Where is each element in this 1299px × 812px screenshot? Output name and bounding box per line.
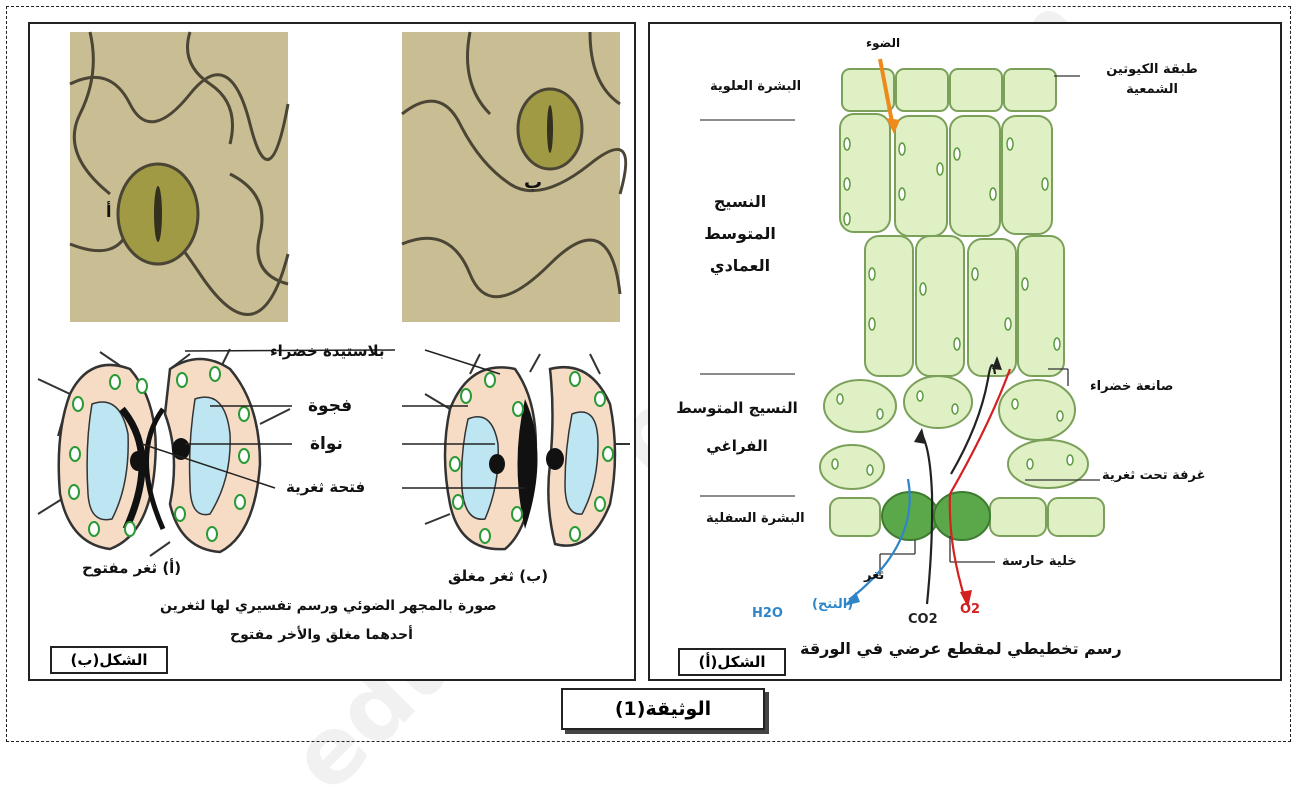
label-spongy: النسيج المتوسط الفراغي xyxy=(674,389,800,465)
label-chloroplast-a: صانعة خضراء xyxy=(1090,379,1173,394)
label-nucleus: نواة xyxy=(310,434,343,454)
spongy-cells xyxy=(820,376,1088,489)
label-cuticle: طبقة الكيوتين الشمعية xyxy=(1082,60,1222,100)
figure-a-drawing xyxy=(650,24,1284,683)
diagram-closed-stoma xyxy=(425,354,630,549)
diagram-open-stoma xyxy=(38,349,290,556)
label-stomatal-opening: فتحة ثغرية xyxy=(286,478,365,496)
label-upper-epidermis: البشرة العلوية xyxy=(710,79,801,94)
guard-cells xyxy=(882,492,990,540)
micrograph-closed xyxy=(402,32,626,322)
label-co2: CO2 xyxy=(908,612,938,627)
description-line2: أحدهما مغلق والأخر مفتوح xyxy=(230,627,413,643)
micrograph-open xyxy=(70,32,288,322)
label-transpiration: (النتح) xyxy=(812,597,853,612)
label-guard-cell: خلية حارسة xyxy=(1002,554,1077,569)
figure-a-panel: الضوء البشرة العلوية النسيج المتوسط العم… xyxy=(648,22,1282,681)
figure-b-panel: أ ب بلاستيدة خضراء فجوة نواة فتحة ثغرية … xyxy=(28,22,636,681)
caption-open-stoma: (أ) ثغر مفتوح xyxy=(82,559,181,577)
palisade-cells xyxy=(840,114,1064,376)
caption-closed-stoma: (ب) ثغر مغلق xyxy=(448,567,548,585)
caption-open-prefix: (أ) xyxy=(162,559,181,577)
figure-b-label: الشكل(ب) xyxy=(50,646,168,674)
upper-epidermis-cells xyxy=(842,69,1056,111)
label-vacuole: فجوة xyxy=(308,396,352,416)
label-lower-epidermis: البشرة السفلية xyxy=(706,511,805,526)
label-substomatal-chamber: غرفة تحت ثغرية xyxy=(1102,468,1206,483)
document-title: الوثيقة(1) xyxy=(561,688,765,730)
label-palisade: النسيج المتوسط العمادي xyxy=(680,186,800,282)
figure-a-caption: رسم تخطيطي لمقطع عرضي في الورقة xyxy=(800,639,1122,658)
label-chloroplast: بلاستيدة خضراء xyxy=(270,342,385,360)
co2-arrowhead xyxy=(914,428,926,444)
figure-a-label: الشكل(أ) xyxy=(678,648,786,676)
photo-label-b: ب xyxy=(524,172,542,193)
label-h2o: H2O xyxy=(752,606,783,621)
label-o2: O2 xyxy=(960,602,980,617)
caption-open-text: ثغر مفتوح xyxy=(82,559,157,577)
description-line1: صورة بالمجهر الضوئي ورسم تفسيري لها لثغر… xyxy=(160,598,497,614)
label-light: الضوء xyxy=(866,36,900,50)
label-stoma: ثغر xyxy=(864,568,884,583)
photo-label-a: أ xyxy=(106,202,111,221)
